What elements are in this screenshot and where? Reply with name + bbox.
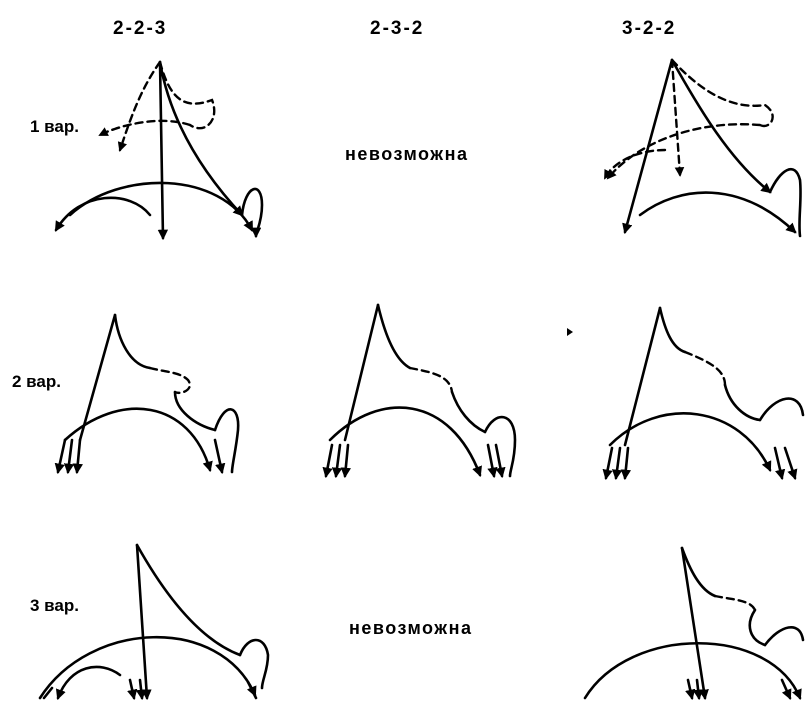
- scheme-2-2-3-variant-1: [54, 60, 264, 241]
- scheme-3-2-2-variant-1: [603, 58, 802, 238]
- scheme-3-2-2-variant-3: [583, 546, 805, 701]
- column-heading-2-3-2: 2-3-2: [370, 18, 425, 39]
- scheme-3-2-2-variant-2: [602, 306, 805, 481]
- row-label-variant-1: 1 вар.: [30, 117, 79, 136]
- impossible-label-row3: невозможна: [349, 618, 473, 638]
- scheme-2-2-3-variant-2: [54, 313, 240, 475]
- row-label-variant-3: 3 вар.: [30, 596, 79, 615]
- column-heading-3-2-2: 3-2-2: [622, 18, 677, 39]
- column-heading-2-2-3: 2-2-3: [113, 18, 168, 39]
- impossible-label-row1: невозможна: [345, 144, 469, 164]
- scheme-2-3-2-variant-2: [322, 303, 517, 479]
- stray-mark: [567, 328, 573, 336]
- row-label-variant-2: 2 вар.: [12, 372, 61, 391]
- scheme-2-2-3-variant-3: [38, 543, 270, 701]
